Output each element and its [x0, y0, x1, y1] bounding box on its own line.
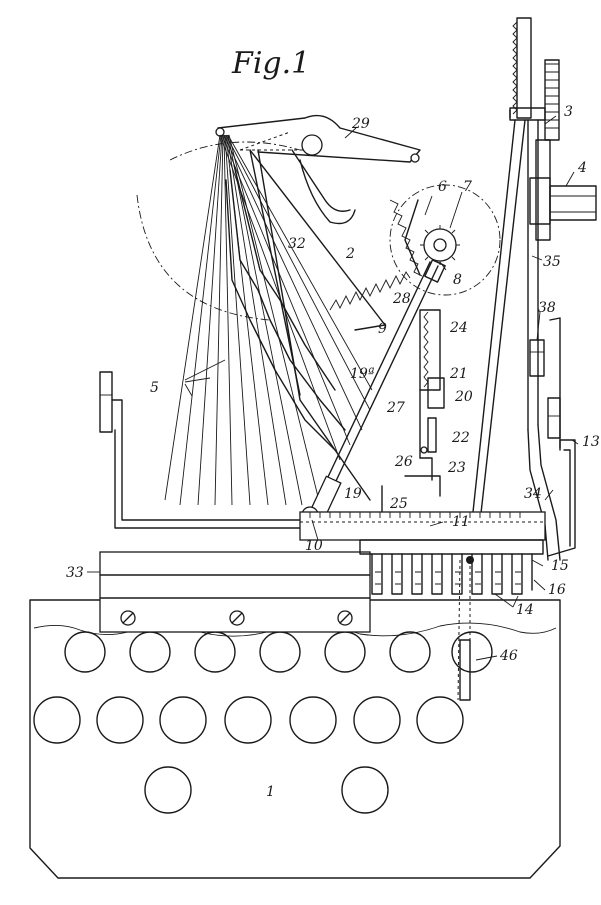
label-34: 34 — [524, 486, 542, 502]
rack-assembly — [381, 309, 445, 515]
label-19: 19 — [344, 486, 362, 502]
label-27: 27 — [386, 400, 405, 416]
label-25: 25 — [389, 496, 408, 512]
label-6: 6 — [438, 179, 447, 195]
keys — [33, 631, 493, 814]
label-33: 33 — [66, 565, 84, 581]
label-38: 38 — [538, 300, 556, 316]
label-11: 11 — [452, 514, 470, 530]
reference-numerals: 29 6 7 2 32 8 28 3 4 35 38 24 9 19ª 21 5… — [66, 104, 600, 800]
label-15: 15 — [551, 558, 569, 574]
label-3: 3 — [564, 104, 573, 120]
label-14: 14 — [516, 602, 534, 618]
label-29: 29 — [351, 116, 370, 132]
plate-33 — [99, 551, 371, 633]
label-1: 1 — [266, 784, 275, 800]
label-20: 20 — [454, 389, 473, 405]
type-bars-5 — [164, 134, 373, 506]
label-24: 24 — [449, 320, 468, 336]
label-46: 46 — [499, 648, 518, 664]
carriage-frame — [99, 17, 597, 561]
label-8: 8 — [453, 272, 462, 288]
figure-title: Fig.1 — [231, 46, 310, 81]
label-2: 2 — [345, 246, 355, 262]
label-22: 22 — [451, 430, 470, 446]
label-21: 21 — [449, 366, 468, 382]
leader-lines — [87, 115, 579, 661]
segment-29 — [215, 114, 421, 225]
label-7: 7 — [463, 179, 472, 195]
label-26: 26 — [394, 454, 413, 470]
keyboard-base — [29, 599, 561, 879]
label-10: 10 — [305, 538, 323, 554]
label-19a: 19ª — [350, 366, 375, 382]
key-lever-rail — [299, 511, 546, 701]
label-23: 23 — [447, 460, 466, 476]
label-32: 32 — [288, 236, 306, 252]
label-5: 5 — [150, 380, 159, 396]
label-9: 9 — [378, 321, 387, 337]
sector-2 — [249, 149, 423, 501]
label-28: 28 — [392, 291, 411, 307]
label-13: 13 — [582, 434, 600, 450]
label-4: 4 — [577, 160, 587, 176]
label-16: 16 — [548, 582, 566, 598]
label-35: 35 — [543, 254, 561, 270]
rod-9 — [301, 225, 460, 524]
